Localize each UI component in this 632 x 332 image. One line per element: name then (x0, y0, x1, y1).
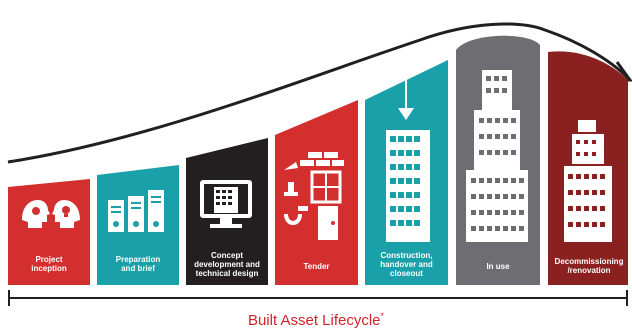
heads-gears-lightbulb-icon (22, 200, 80, 228)
building-demolition-icon (564, 120, 612, 242)
title-footnote-mark: * (380, 311, 385, 321)
lifecycle-curve (7, 22, 630, 164)
tools-window-door-icon (284, 152, 344, 240)
lifecycle-bracket (8, 290, 628, 306)
binders-icon (108, 190, 164, 232)
stage-label-decommission: Decommissioning/renovation (554, 257, 624, 275)
skyscraper-icon (466, 70, 528, 242)
crane-building-icon (386, 62, 430, 242)
stage-label-inuse: In use (486, 262, 510, 271)
diagram-title: Built Asset Lifecycle* (247, 311, 385, 329)
stage-label-tender: Tender (303, 262, 330, 271)
computer-building-icon (200, 180, 252, 228)
